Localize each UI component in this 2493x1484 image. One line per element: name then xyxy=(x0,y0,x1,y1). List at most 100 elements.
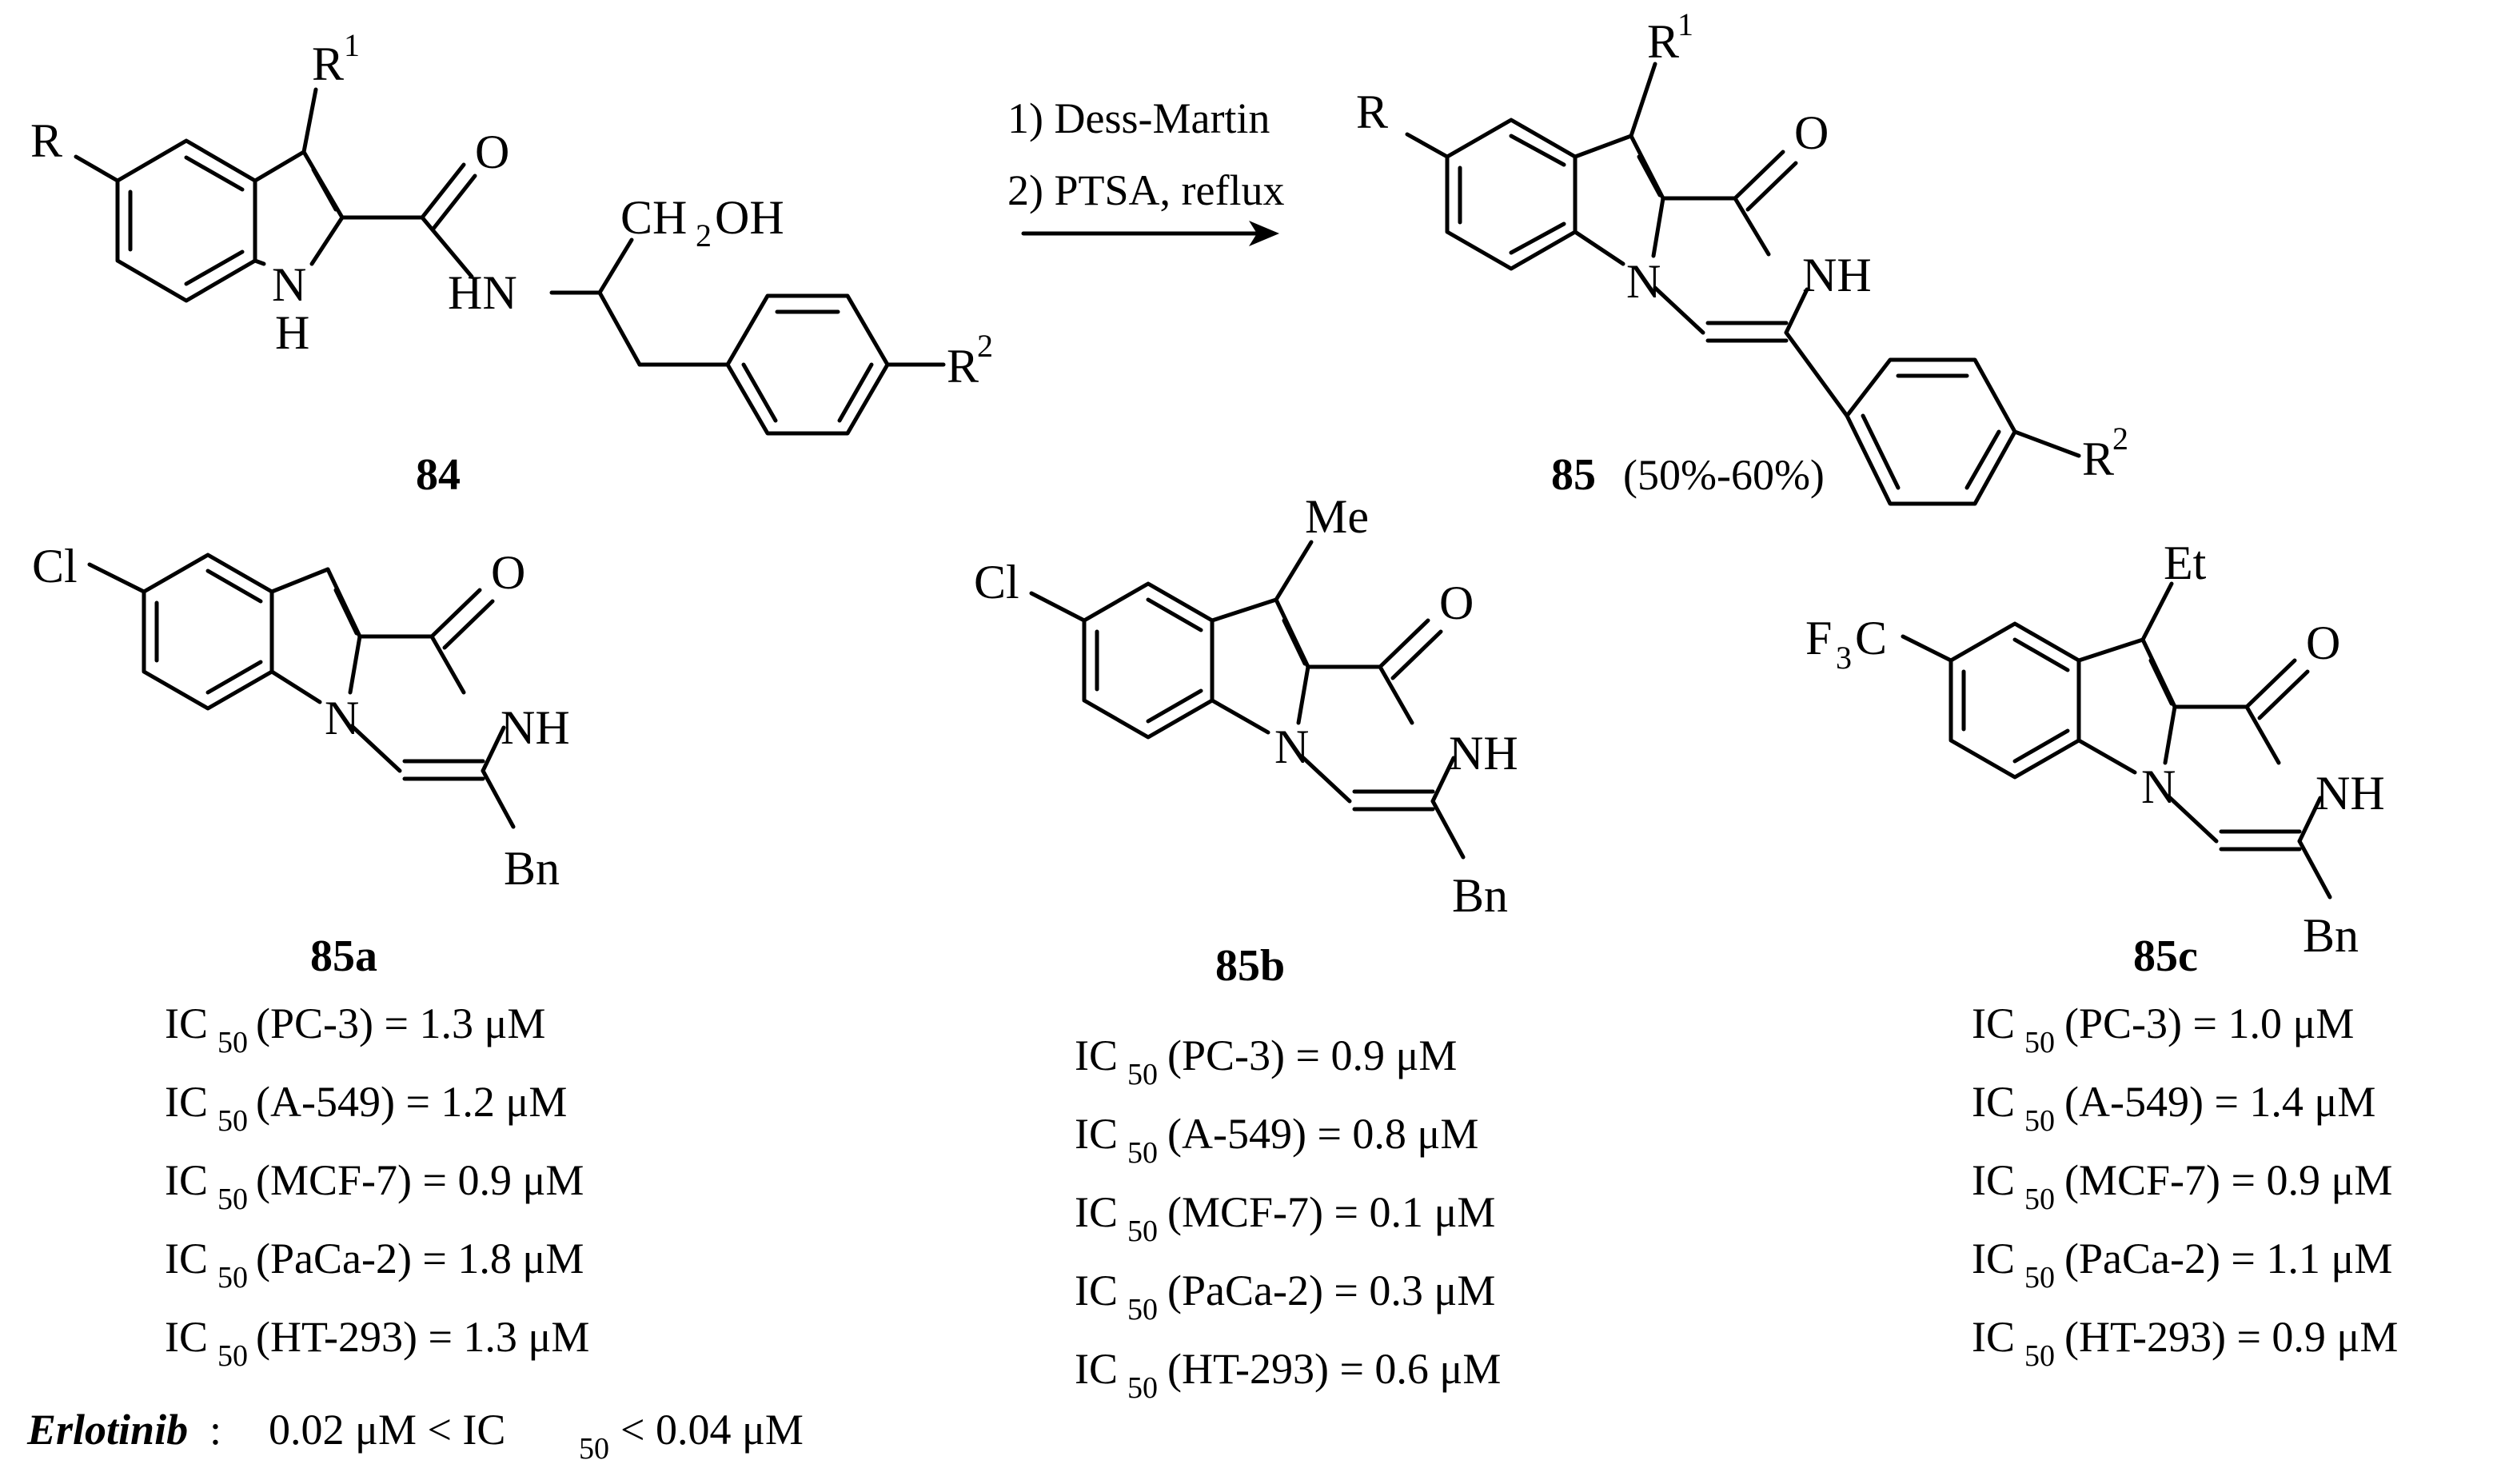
ic50-subscript: 50 xyxy=(217,1339,248,1373)
ic50-label: IC xyxy=(1075,1031,1118,1079)
a85a-atom-cl: Cl xyxy=(32,540,78,592)
ic50-label: IC xyxy=(165,999,208,1047)
c85c-atom-f: F xyxy=(1805,612,1832,664)
condition-1: 1) Dess-Martin xyxy=(1007,94,1270,142)
b85b-atom-o: O xyxy=(1439,576,1474,629)
erlotinib-name: Erlotinib xyxy=(26,1406,188,1454)
compound-84-label: 84 xyxy=(416,450,461,500)
ic50-value-85c-ht293: (HT-293) = 0.9 μM xyxy=(2064,1313,2398,1361)
ic50-value-85a-mcf7: (MCF-7) = 0.9 μM xyxy=(256,1156,584,1204)
compound-85a-label: 85a xyxy=(310,931,377,981)
compound-85b-label: 85b xyxy=(1215,941,1285,991)
atom-o: O xyxy=(475,126,509,178)
c85c-atom-n: N xyxy=(2141,760,2176,813)
atom-r1: R xyxy=(312,38,344,90)
ic50-value-85c-mcf7: (MCF-7) = 0.9 μM xyxy=(2064,1156,2392,1204)
ic50-value-85c-pc3: (PC-3) = 1.0 μM xyxy=(2064,999,2354,1047)
ic50-value-85a-paca2: (PaCa-2) = 1.8 μM xyxy=(256,1235,584,1283)
atom-r2-superscript: 2 xyxy=(977,328,993,364)
p85-atom-r1-superscript: 1 xyxy=(1677,6,1693,42)
b85b-atom-n: N xyxy=(1274,720,1309,773)
b85b-atom-bn: Bn xyxy=(1452,869,1508,922)
ic50-value-85b-mcf7: (MCF-7) = 0.1 μM xyxy=(1167,1188,1495,1236)
compound-85a-ic50-list: IC 50 (PC-3) = 1.3 μM IC 50 (A-549) = 1.… xyxy=(165,999,589,1373)
ic50-label: IC xyxy=(1972,1078,2015,1126)
compound-85c-label: 85c xyxy=(2133,931,2198,981)
ic50-label: IC xyxy=(165,1235,208,1283)
ic50-subscript: 50 xyxy=(1127,1058,1158,1091)
compound-85-structure xyxy=(1405,62,2081,506)
ic50-value-85b-pc3: (PC-3) = 0.9 μM xyxy=(1167,1031,1457,1079)
ic50-subscript: 50 xyxy=(1127,1371,1158,1405)
a85a-atom-bn: Bn xyxy=(504,842,560,895)
compound-85b-ic50-list: IC 50 (PC-3) = 0.9 μM IC 50 (A-549) = 0.… xyxy=(1075,1031,1501,1405)
ic50-subscript: 50 xyxy=(2024,1104,2055,1138)
ic50-subscript: 50 xyxy=(1127,1293,1158,1326)
ic50-value-85a-pc3: (PC-3) = 1.3 μM xyxy=(256,999,545,1047)
ic50-subscript: 50 xyxy=(2024,1339,2055,1373)
c85c-atom-c: C xyxy=(1855,612,1887,664)
atom-r: R xyxy=(30,114,62,167)
ic50-value-85b-paca2: (PaCa-2) = 0.3 μM xyxy=(1167,1267,1495,1314)
ic50-subscript: 50 xyxy=(2024,1261,2055,1295)
ic50-label: IC xyxy=(165,1156,208,1204)
c85c-atom-bn: Bn xyxy=(2303,909,2359,962)
a85a-atom-n: N xyxy=(325,692,359,744)
p85-atom-o: O xyxy=(1794,106,1829,159)
a85a-atom-nh: NH xyxy=(501,701,570,754)
ic50-subscript: 50 xyxy=(1127,1215,1158,1248)
ic50-value-85c-a549: (A-549) = 1.4 μM xyxy=(2064,1078,2375,1126)
atom-ch-subscript: 2 xyxy=(696,217,712,253)
erlotinib-reference: Erlotinib : 0.02 μM < IC 50 < 0.04 μM xyxy=(26,1406,804,1466)
ic50-label: IC xyxy=(165,1078,208,1126)
ic50-label: IC xyxy=(1972,1235,2015,1283)
atom-r2: R xyxy=(947,340,979,393)
ic50-subscript: 50 xyxy=(1127,1136,1158,1170)
p85-atom-r: R xyxy=(1356,86,1388,138)
p85-atom-n: N xyxy=(1626,255,1661,308)
p85-atom-nh: NH xyxy=(1802,249,1872,301)
compound-85a-structure xyxy=(87,553,516,829)
ic50-subscript: 50 xyxy=(217,1183,248,1216)
ic50-value-85b-ht293: (HT-293) = 0.6 μM xyxy=(1167,1345,1501,1393)
erlotinib-range-subscript: 50 xyxy=(579,1432,609,1466)
ic50-subscript: 50 xyxy=(2024,1183,2055,1216)
ic50-label: IC xyxy=(1075,1267,1118,1314)
compound-84-structure xyxy=(74,87,946,436)
a85a-atom-o: O xyxy=(491,546,525,599)
atom-hn: HN xyxy=(448,266,517,319)
atom-ch: CH xyxy=(620,191,687,244)
c85c-atom-f-subscript: 3 xyxy=(1836,640,1852,676)
atom-oh: OH xyxy=(715,191,784,244)
erlotinib-range-right: < 0.04 μM xyxy=(620,1406,804,1454)
b85b-atom-cl: Cl xyxy=(974,556,1019,608)
compound-85b-structure xyxy=(1029,540,1466,860)
ic50-label: IC xyxy=(1075,1188,1118,1236)
ic50-label: IC xyxy=(1075,1345,1118,1393)
ic50-label: IC xyxy=(1972,1313,2015,1361)
p85-atom-r2-superscript: 2 xyxy=(2112,421,2128,457)
compound-85-yield: (50%-60%) xyxy=(1623,451,1825,499)
erlotinib-colon: : xyxy=(209,1406,221,1454)
b85b-atom-me: Me xyxy=(1305,490,1369,543)
p85-atom-r2: R xyxy=(2082,433,2114,485)
p85-atom-r1: R xyxy=(1647,15,1679,68)
ic50-value-85a-a549: (A-549) = 1.2 μM xyxy=(256,1078,567,1126)
atom-n: N xyxy=(272,258,306,311)
atom-h: H xyxy=(275,306,309,359)
compound-85c-structure xyxy=(1901,581,2332,900)
ic50-subscript: 50 xyxy=(217,1261,248,1295)
c85c-atom-o: O xyxy=(2306,616,2340,669)
b85b-atom-nh: NH xyxy=(1449,727,1518,780)
ic50-label: IC xyxy=(1972,999,2015,1047)
ic50-label: IC xyxy=(1075,1110,1118,1158)
ic50-subscript: 50 xyxy=(217,1104,248,1138)
ic50-value-85c-paca2: (PaCa-2) = 1.1 μM xyxy=(2064,1235,2392,1283)
ic50-value-85b-a549: (A-549) = 0.8 μM xyxy=(1167,1110,1478,1158)
ic50-value-85a-ht293: (HT-293) = 1.3 μM xyxy=(256,1313,589,1361)
ic50-label: IC xyxy=(1972,1156,2015,1204)
ic50-label: IC xyxy=(165,1313,208,1361)
c85c-atom-et: Et xyxy=(2164,537,2207,589)
ic50-subscript: 50 xyxy=(217,1026,248,1059)
